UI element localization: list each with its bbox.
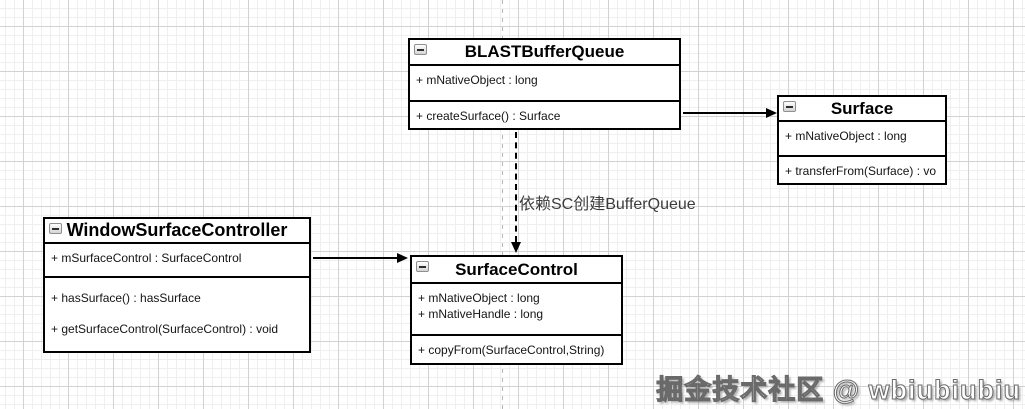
attributes-section: + mSurfaceControl : SurfaceControl	[45, 244, 309, 278]
minus-glyph	[786, 105, 793, 108]
class-header: BLASTBufferQueue	[410, 40, 679, 66]
attribute-2: + mNativeHandle : long	[418, 307, 544, 321]
class-title: WindowSurfaceController	[66, 220, 288, 240]
collapse-icon[interactable]	[414, 44, 427, 55]
watermark-text: 掘金技术社区 @ wbiubiubiu	[656, 375, 1021, 406]
method-row: + transferFrom(Surface) : vo	[785, 164, 937, 178]
edge-bbq-to-surfacecontrol-dashed	[515, 132, 517, 242]
methods-section: + transferFrom(Surface) : vo	[779, 157, 945, 183]
class-title: SurfaceControl	[455, 259, 578, 279]
attributes-section: + mNativeObject : long	[779, 122, 945, 157]
method-row: + hasSurface() : hasSurface + getSurfaceC…	[45, 278, 309, 345]
edge-bbq-to-surface	[683, 112, 767, 114]
class-header: WindowSurfaceController	[45, 219, 309, 244]
method-2: + getSurfaceControl(SurfaceControl) : vo…	[51, 322, 279, 336]
attribute-row: + mNativeObject : long + mNativeHandle : …	[412, 284, 621, 322]
class-box-surfacecontrol[interactable]: SurfaceControl + mNativeObject : long+ m…	[410, 255, 623, 365]
attribute-row: + mNativeObject : long	[785, 129, 907, 143]
minus-glyph	[52, 227, 59, 230]
methods-section: + copyFrom(SurfaceControl,String)	[412, 336, 621, 363]
class-box-windowsurfacecontroller[interactable]: WindowSurfaceController + mSurfaceContro…	[43, 217, 311, 353]
collapse-icon[interactable]	[49, 223, 62, 234]
minus-glyph	[419, 265, 426, 268]
dependency-edge-label: 依赖SC创建BufferQueue	[519, 196, 696, 213]
collapse-icon[interactable]	[416, 261, 429, 272]
attribute-1: + mNativeObject : long	[418, 291, 540, 305]
method-1: + hasSurface() : hasSurface	[51, 291, 201, 305]
methods-section: + createSurface() : Surface	[410, 102, 679, 128]
attribute-row: + mSurfaceControl : SurfaceControl	[51, 251, 242, 265]
attribute-row: + mNativeObject : long	[416, 73, 538, 87]
arrowhead-down-icon	[511, 242, 521, 253]
collapse-icon[interactable]	[783, 101, 796, 112]
class-box-blastbufferqueue[interactable]: BLASTBufferQueue + mNativeObject : long …	[408, 38, 681, 130]
method-row: + copyFrom(SurfaceControl,String)	[418, 343, 605, 357]
class-header: SurfaceControl	[412, 257, 621, 284]
class-header: Surface	[779, 97, 945, 122]
arrowhead-right-icon	[766, 108, 777, 118]
attributes-section: + mNativeObject : long + mNativeHandle : …	[412, 284, 621, 336]
edge-wsc-to-surfacecontrol	[313, 257, 398, 259]
class-box-surface[interactable]: Surface + mNativeObject : long + transfe…	[777, 95, 947, 185]
arrowhead-right-icon	[397, 253, 408, 263]
attributes-section: + mNativeObject : long	[410, 66, 679, 102]
minus-glyph	[417, 48, 424, 51]
methods-section: + hasSurface() : hasSurface + getSurfaceC…	[45, 278, 309, 351]
class-title: BLASTBufferQueue	[464, 42, 625, 61]
page-guide-line	[502, 0, 503, 409]
class-title: Surface	[830, 98, 894, 118]
method-row: + createSurface() : Surface	[416, 109, 561, 123]
